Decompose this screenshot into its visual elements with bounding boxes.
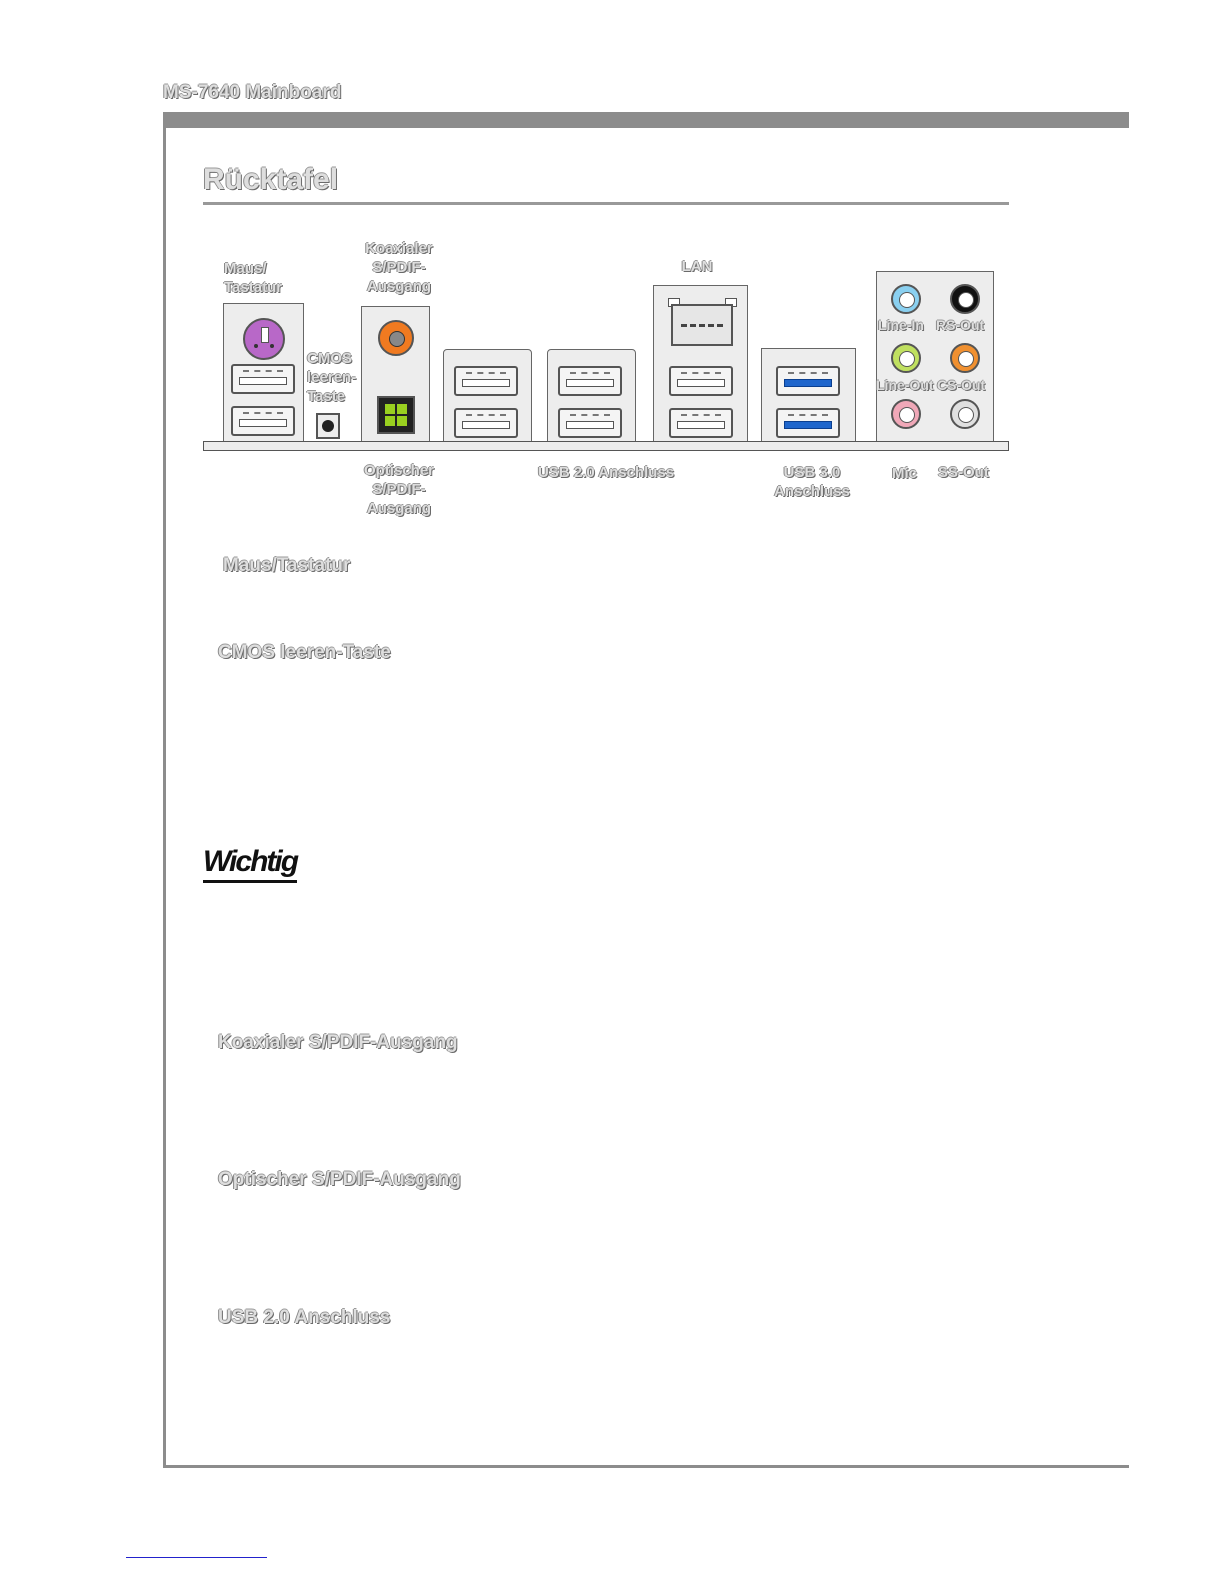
usb-port [669,408,733,438]
label-optical-spdif: Optischer S/PDIF- Ausgang [363,462,435,517]
label-cs-out: CS-Out [937,377,986,393]
footer-link-underline [126,1557,267,1558]
usb3-port [776,366,840,396]
document-header: MS-7640 Mainboard [163,82,342,103]
heading-coax-spdif: Koaxialer S/PDIF-Ausgang [218,1032,458,1053]
optical-spdif-port [377,396,415,434]
label-coax-spdif: Koaxialer S/PDIF- Ausgang [365,240,433,295]
audio-jack-cs-out [950,343,980,373]
usb-port [558,408,622,438]
label-lan: LAN [681,258,713,275]
label-line-out: Line-Out [876,377,934,393]
audio-jack-ss-out [950,399,980,429]
usb-port [558,366,622,396]
usb-port [231,406,295,436]
label-ss-out: SS-Out [938,464,989,481]
coax-spdif-port [378,320,414,356]
audio-jack-mic [891,399,921,429]
label-cmos: CMOS leeren- Taste [307,350,357,405]
cmos-clear-button [316,413,340,439]
label-mouse-keyboard: Maus/ Tastatur [224,260,283,296]
audio-jack-line-out [891,343,921,373]
usb-port [454,366,518,396]
bottom-frame-line [163,1465,1129,1468]
label-line-in: Line-In [878,317,924,333]
left-frame-line [163,112,166,1468]
io-shield-baseline [203,441,1009,451]
page-title: Rücktafel [203,163,339,196]
heading-optical-spdif: Optischer S/PDIF-Ausgang [218,1169,461,1190]
audio-jack-line-in [891,284,921,314]
ps2-key-icon [261,327,269,343]
usb-port [454,408,518,438]
usb3-port [776,408,840,438]
label-usb20: USB 2.0 Anschluss [538,464,675,481]
lan-port [671,304,733,346]
usb-port [669,366,733,396]
heading-mouse-keyboard: Maus/Tastatur [223,555,351,576]
header-bar [163,112,1129,128]
heading-cmos-clear: CMOS leeren-Taste [218,642,391,663]
usb-port [231,364,295,394]
label-mic: Mic [892,465,918,482]
audio-jack-rs-out [950,284,980,314]
ps2-port [243,318,285,360]
label-rs-out: RS-Out [936,317,985,333]
label-usb30: USB 3.0 Anschluss [774,464,850,500]
important-heading: Wichtig [203,845,299,883]
heading-usb20: USB 2.0 Anschluss [218,1307,391,1328]
title-rule [203,202,1009,205]
